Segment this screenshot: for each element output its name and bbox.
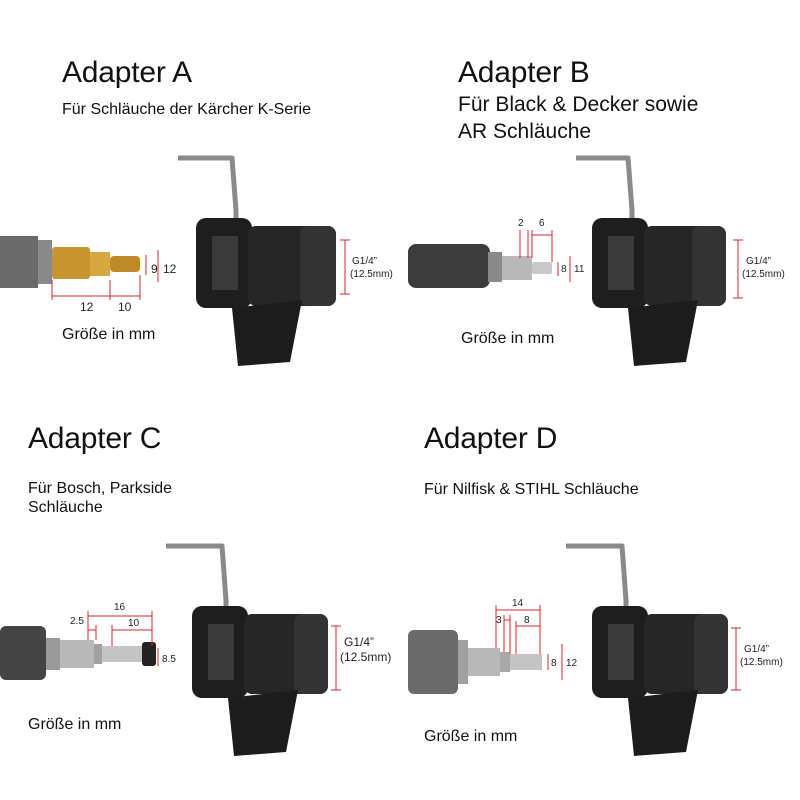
thread-c-line2: (12.5mm) bbox=[340, 650, 391, 664]
thread-a-line2: (12.5mm) bbox=[350, 269, 393, 280]
dim-d-14: 14 bbox=[512, 598, 524, 609]
adapter-d-subtitle: Für Nilfisk & STIHL Schläuche bbox=[424, 481, 639, 498]
adapter-c-panel: Adapter C Für Bosch, Parkside Schläuche … bbox=[0, 400, 400, 800]
dim-c-10: 10 bbox=[128, 618, 140, 629]
adapter-b-panel: Adapter B Für Black & Decker sowie AR Sc… bbox=[400, 0, 800, 400]
adapter-a-title: Adapter A bbox=[62, 56, 192, 89]
adapter-c-title: Adapter C bbox=[28, 422, 162, 455]
dim-a-10-length: 10 bbox=[118, 300, 132, 314]
adapter-c-illustration: 16 2.5 10 8.5 G1/4” (12.5mm) bbox=[0, 543, 391, 756]
adapter-b-subtitle-line1: Für Black & Decker sowie bbox=[458, 93, 699, 116]
thread-c-line1: G1/4” bbox=[344, 635, 374, 649]
adapter-c-subtitle-line1: Für Bosch, Parkside bbox=[28, 480, 173, 497]
dim-c-2.5: 2.5 bbox=[70, 616, 84, 627]
dim-b-2: 2 bbox=[518, 218, 524, 229]
dim-b-6: 6 bbox=[539, 218, 545, 229]
dim-a-12: 12 bbox=[163, 262, 177, 276]
adapter-c-size-label: Größe in mm bbox=[28, 716, 122, 733]
adapter-a-panel: Adapter A Für Schläuche der Kärcher K-Se… bbox=[0, 0, 400, 400]
adapter-b-size-label: Größe in mm bbox=[461, 330, 555, 347]
adapter-b-title: Adapter B bbox=[458, 56, 590, 89]
adapter-a-size-label: Größe in mm bbox=[62, 326, 156, 343]
adapter-a-subtitle: Für Schläuche der Kärcher K-Serie bbox=[62, 101, 311, 118]
adapter-d-title: Adapter D bbox=[424, 422, 558, 455]
thread-d-line1: G1/4” bbox=[744, 644, 769, 655]
thread-b-line2: (12.5mm) bbox=[742, 269, 785, 280]
adapter-b-illustration: 2 6 8 11 G1/4” (12.5mm) bbox=[408, 155, 785, 366]
adapter-a-illustration: 9 12 12 10 G1/4” (12.5mm) bbox=[0, 155, 393, 366]
dim-d-8-dia: 8 bbox=[551, 658, 557, 669]
dim-b-11: 11 bbox=[574, 264, 585, 275]
dim-b-8: 8 bbox=[561, 264, 567, 275]
adapter-d-panel: Adapter D Für Nilfisk & STIHL Schläuche … bbox=[400, 400, 800, 800]
dim-c-16: 16 bbox=[114, 602, 126, 613]
thread-b-line1: G1/4” bbox=[746, 256, 771, 267]
adapter-d-illustration: 14 3 8 8 12 G1/4” (12.5mm) bbox=[408, 543, 783, 756]
adapter-b-subtitle-line2: AR Schläuche bbox=[458, 120, 592, 143]
adapter-c-subtitle-line2: Schläuche bbox=[28, 499, 103, 516]
adapter-d-size-label: Größe in mm bbox=[424, 728, 518, 745]
dim-d-3: 3 bbox=[496, 615, 502, 626]
dim-a-9: 9 bbox=[151, 262, 158, 276]
thread-d-line2: (12.5mm) bbox=[740, 657, 783, 668]
dim-d-8-length: 8 bbox=[524, 615, 530, 626]
dim-c-8.5: 8.5 bbox=[162, 654, 176, 665]
dim-d-12: 12 bbox=[566, 658, 578, 669]
dim-a-12-length: 12 bbox=[80, 300, 94, 314]
thread-a-line1: G1/4” bbox=[352, 256, 377, 267]
